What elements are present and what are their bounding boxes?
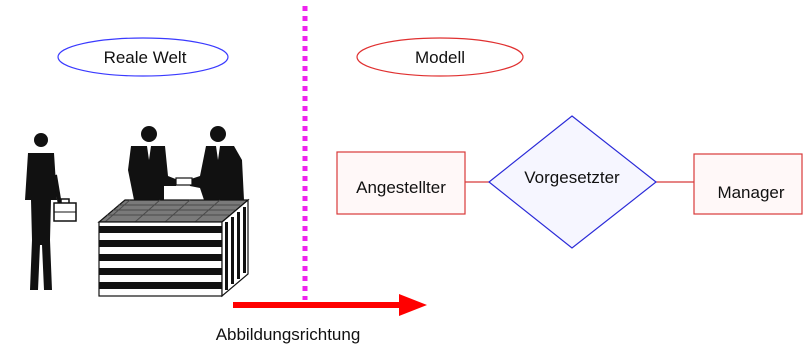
businessman-briefcase-icon: [25, 133, 77, 290]
mapping-direction-label: Abbildungsrichtung: [216, 325, 361, 344]
real-world-ellipse: [57, 37, 229, 77]
entity-employee-box: [336, 151, 466, 215]
entity-manager-label: Manager: [717, 183, 784, 202]
relationship-label: Vorgesetzter: [524, 168, 620, 187]
office-building-icon: [97, 198, 250, 298]
model-ellipse: [356, 37, 524, 77]
entity-employee-label: Angestellter: [356, 178, 446, 197]
entity-manager-box: [693, 153, 803, 215]
relationship-diamond: [488, 115, 657, 249]
model-label: Modell: [415, 48, 465, 67]
real-world-label: Reale Welt: [104, 48, 187, 67]
handshake-icon: [128, 126, 244, 200]
mapping-direction-arrow: [233, 294, 427, 316]
